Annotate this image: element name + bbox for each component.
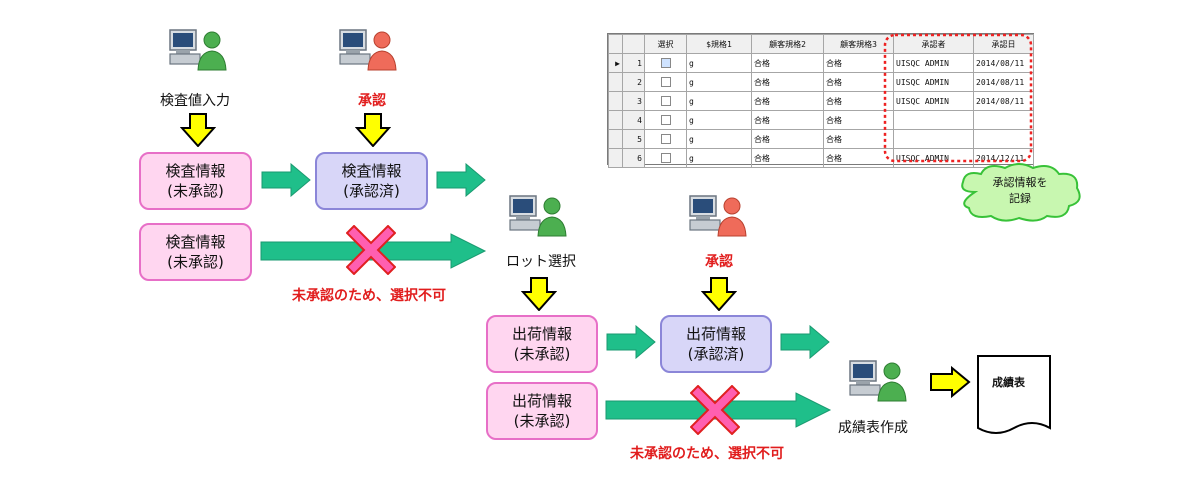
grid-cell-marker — [608, 110, 623, 130]
approve-label: 承認 — [358, 93, 386, 109]
select-cell — [644, 148, 687, 168]
box-status: (未承認) — [167, 182, 224, 200]
grid-header-cell[interactable]: $規格1 — [686, 34, 752, 54]
down-arrow-icon — [355, 113, 391, 147]
grid-header-cell[interactable] — [608, 34, 623, 54]
inspection-unapproved-box: 検査情報 (未承認) — [139, 152, 252, 210]
box-title: 検査情報 — [165, 162, 226, 180]
inspection-unapproved-box-2: 検査情報 (未承認) — [139, 223, 252, 281]
select-checkbox[interactable] — [660, 134, 671, 144]
shipping-unapproved-box-2: 出荷情報 (未承認) — [486, 382, 598, 440]
box-title: 検査情報 — [165, 233, 226, 251]
down-arrow-icon — [180, 113, 216, 147]
select-cell — [644, 91, 687, 111]
grid-cell-num: 4 — [622, 110, 645, 130]
grid-cell-c2: 合格 — [751, 110, 824, 130]
flow-arrow-icon — [261, 163, 311, 197]
select-cell — [644, 129, 687, 149]
grid-cell-marker — [608, 129, 623, 149]
select-checkbox[interactable] — [660, 77, 671, 87]
box-status: (未承認) — [167, 253, 224, 271]
not-selectable-note: 未承認のため、選択不可 — [630, 446, 784, 462]
box-status: (承認済) — [687, 345, 745, 363]
select-checkbox[interactable] — [660, 115, 671, 125]
report-user-icon — [848, 355, 908, 403]
cross-icon — [690, 385, 740, 435]
grid-cell-c1: g — [686, 148, 752, 168]
grid-cell-marker — [608, 91, 623, 111]
cloud-shape — [961, 163, 1081, 222]
select-checkbox[interactable] — [660, 96, 671, 106]
grid-cell-c2: 合格 — [751, 53, 824, 73]
grid-cell-c1: g — [686, 129, 752, 149]
report-document-label: 成績表 — [992, 376, 1025, 389]
grid-cell-marker — [608, 148, 623, 168]
approver-user-icon — [688, 190, 748, 238]
inspection-input-label: 検査値入力 — [160, 93, 230, 109]
grid-header-cell[interactable] — [622, 34, 645, 54]
box-status: (未承認) — [513, 412, 571, 430]
cloud-note-text: 承認情報を 記録 — [992, 176, 1048, 205]
grid-cell-num: 2 — [622, 72, 645, 92]
report-document-icon — [977, 355, 1051, 434]
grid-cell-c2: 合格 — [751, 148, 824, 168]
box-status: (承認済) — [343, 182, 400, 200]
select-cell — [644, 110, 687, 130]
grid-cell-c1: g — [686, 110, 752, 130]
inspector-user-icon — [168, 24, 228, 72]
select-cell — [644, 72, 687, 92]
down-arrow-icon — [521, 277, 557, 311]
box-status: (未承認) — [513, 345, 571, 363]
grid-cell-approver: UISQC ADMIN — [893, 148, 974, 168]
box-title: 検査情報 — [341, 162, 402, 180]
grid-cell-c1: g — [686, 53, 752, 73]
select-checkbox[interactable] — [660, 153, 671, 163]
grid-cell-c1: g — [686, 72, 752, 92]
grid-cell-c2: 合格 — [751, 72, 824, 92]
grid-cell-c2: 合格 — [751, 91, 824, 111]
report-create-label: 成績表作成 — [838, 420, 908, 436]
grid-cell-c1: g — [686, 91, 752, 111]
highlight-dotted-frame — [883, 33, 1033, 163]
approver-user-icon — [338, 24, 398, 72]
box-title: 出荷情報 — [511, 325, 572, 343]
grid-cell-num: 5 — [622, 129, 645, 149]
grid-cell-marker — [608, 72, 623, 92]
lot-select-user-icon — [508, 190, 568, 238]
inspection-approved-box: 検査情報 (承認済) — [315, 152, 428, 210]
grid-cell-marker: ▶ — [608, 53, 623, 73]
down-arrow-icon — [701, 277, 737, 311]
flow-arrow-icon — [780, 325, 830, 359]
report-arrow-icon — [930, 365, 971, 399]
shipping-unapproved-box: 出荷情報 (未承認) — [486, 315, 598, 373]
grid-cell-num: 6 — [622, 148, 645, 168]
select-checkbox[interactable] — [660, 58, 671, 68]
lot-select-label: ロット選択 — [506, 254, 576, 270]
grid-cell-c2: 合格 — [751, 129, 824, 149]
not-selectable-note: 未承認のため、選択不可 — [292, 288, 446, 304]
cross-icon — [346, 225, 396, 275]
flow-arrow-icon — [606, 325, 656, 359]
shipping-approved-box: 出荷情報 (承認済) — [660, 315, 772, 373]
grid-cell-num: 3 — [622, 91, 645, 111]
box-title: 出荷情報 — [511, 392, 572, 410]
grid-header-cell[interactable]: 顧客規格2 — [751, 34, 824, 54]
grid-cell-num: 1 — [622, 53, 645, 73]
flow-arrow-icon — [436, 163, 486, 197]
select-cell — [644, 53, 687, 73]
box-title: 出荷情報 — [685, 325, 746, 343]
approve-label: 承認 — [705, 254, 733, 270]
grid-header-cell[interactable]: 選択 — [644, 34, 687, 54]
